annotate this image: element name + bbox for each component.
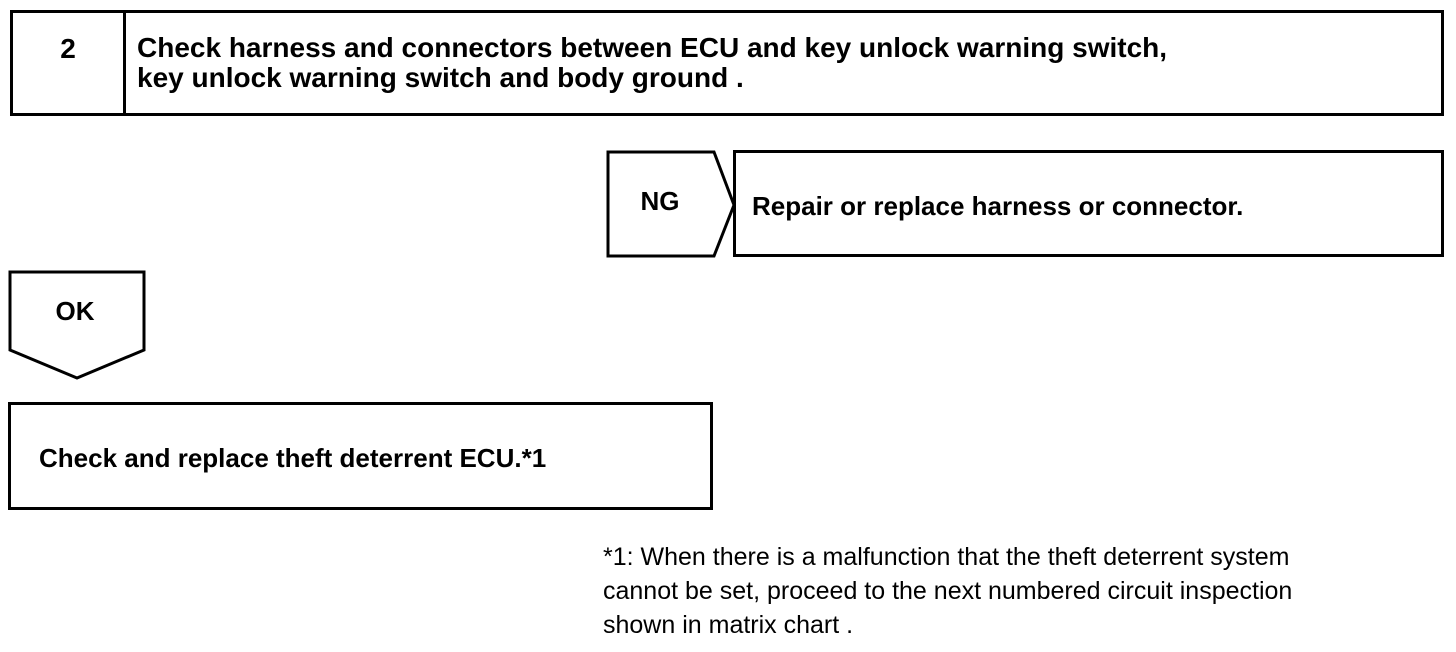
footnote: *1: When there is a malfunction that the… — [603, 540, 1453, 642]
ng-result-box: Repair or replace harness or connector. — [733, 150, 1444, 257]
step-number: 2 — [60, 33, 76, 64]
final-action-text: Check and replace theft deterrent ECU.*1 — [39, 443, 547, 473]
step-title-line1: Check harness and connectors between ECU… — [137, 32, 1168, 63]
final-action-box: Check and replace theft deterrent ECU.*1 — [8, 402, 713, 510]
step-title-line2: key unlock warning switch and body groun… — [137, 62, 744, 93]
ok-arrow-shape — [8, 270, 146, 380]
ng-label: NG — [640, 186, 680, 216]
step-divider — [123, 13, 126, 113]
footnote-line2: cannot be set, proceed to the next numbe… — [603, 577, 1293, 605]
step-header-box: 2 Check harness and connectors between E… — [10, 10, 1444, 116]
footnote-line3: shown in matrix chart . — [603, 611, 854, 639]
ng-result-text: Repair or replace harness or connector. — [752, 191, 1244, 221]
ok-label: OK — [55, 296, 95, 326]
step-title: Check harness and connectors between ECU… — [137, 33, 1427, 93]
ng-arrow-shape — [606, 150, 736, 258]
footnote-line1: *1: When there is a malfunction that the… — [603, 543, 1290, 571]
